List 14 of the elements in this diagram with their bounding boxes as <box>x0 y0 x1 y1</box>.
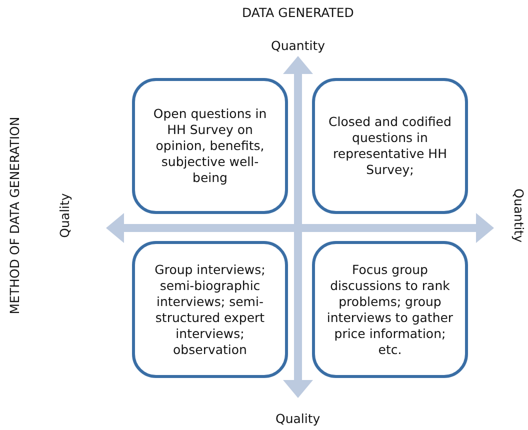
quadrant-text: Closed and codified questions in representative HH Survey; <box>328 114 452 178</box>
quadrant-box <box>312 241 468 378</box>
axis-title: METHOD OF DATA GENERATION <box>6 116 22 314</box>
quadrant-box <box>312 78 468 214</box>
quadrant-text: Focus group discussions to rank problems; group interviews to gather price information; etc. <box>326 262 454 358</box>
axis-end-label: Quality <box>276 410 320 426</box>
quadrant-text: Group interviews; semi-biographic interviews; semi-structured expert interviews; observation <box>154 262 266 358</box>
axis-end-label: Quantity <box>512 188 527 242</box>
quadrant-text: Open questions in HH Survey on opinion, benefits, subjective well-being <box>152 106 268 186</box>
quadrant-box <box>132 78 288 214</box>
axis-end-label: Quality <box>56 192 72 238</box>
axis-end-label: Quantity <box>271 38 326 52</box>
quadrant-box <box>132 241 288 378</box>
axis-title: DATA GENERATED <box>242 4 354 20</box>
